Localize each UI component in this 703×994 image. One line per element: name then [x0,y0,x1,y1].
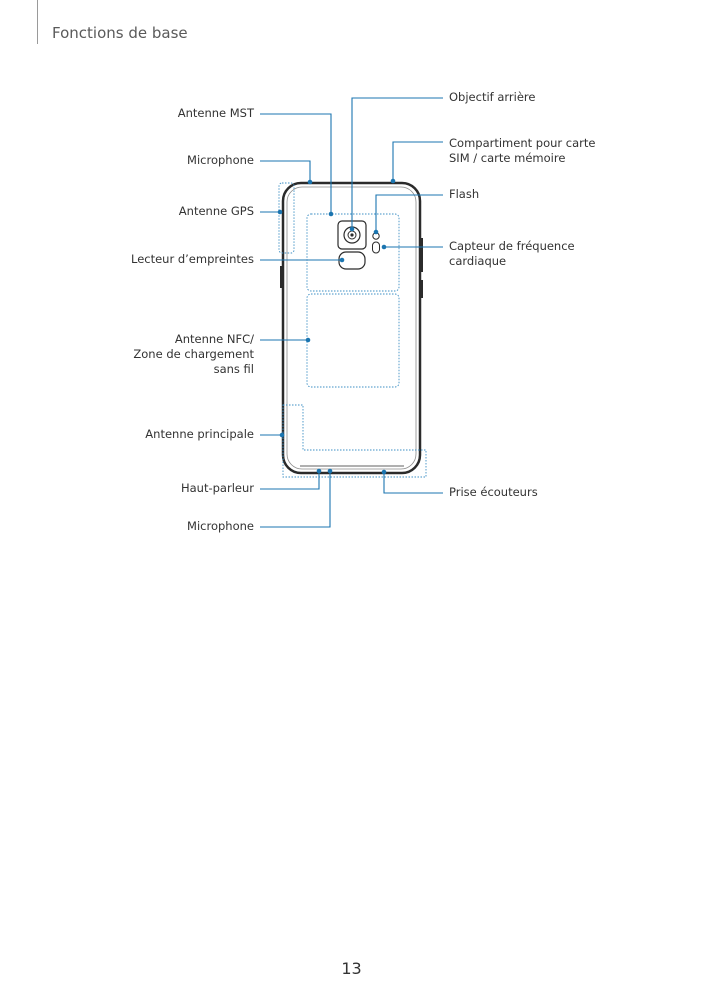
heart-rate-sensor [372,241,380,254]
leader-rear-camera [351,97,443,229]
right-side-button [420,238,423,272]
left-side-button [280,266,283,288]
label-mst-antenna: Antenne MST [177,106,254,120]
dot-flash [373,229,379,235]
dot-mic-bottom [327,468,333,474]
label-flash: Flash [449,187,480,201]
side-rule [37,0,38,44]
dot-rear-camera [349,226,355,232]
leader-speaker [260,472,320,490]
label-rear-camera: Objectif arrière [449,90,536,104]
leader-mic-bottom [260,472,331,528]
camera-zone [306,213,400,292]
leader-earphone [383,472,443,494]
dot-main-antenna [279,432,285,438]
dot-sim [390,178,396,184]
dot-fingerprint [339,257,345,263]
leader-sim [392,141,443,180]
dot-gps [277,209,283,215]
leader-flash [375,194,443,232]
main-antenna-zone [282,404,427,478]
label-sim-tray-1: Compartiment pour carte [449,136,596,150]
label-gps-antenna: Antenne GPS [178,204,254,218]
camera-lens-core [350,233,354,237]
label-earphone-jack: Prise écouteurs [449,485,538,499]
gps-zone [278,182,295,254]
dot-hr [381,244,387,250]
dot-mic-top [307,179,313,185]
dot-nfc [305,337,311,343]
dot-mst [328,211,334,217]
label-sim-tray-2: SIM / carte mémoire [449,151,566,165]
page-number: 13 [341,959,362,978]
nfc-zone [306,293,400,388]
section-title: Fonctions de base [52,24,188,42]
label-nfc-antenna-2: Zone de chargement [133,347,254,361]
leader-mst [260,113,332,214]
leader-mic-top [260,160,311,181]
label-speaker: Haut-parleur [180,481,254,495]
label-bottom-microphone: Microphone [187,519,254,533]
label-heart-rate-2: cardiaque [449,254,507,268]
label-top-microphone: Microphone [187,153,254,167]
label-nfc-antenna-3: sans fil [213,362,254,376]
right-side-button-2 [420,280,423,298]
label-heart-rate-1: Capteur de fréquence [449,239,575,253]
dot-speaker [316,468,322,474]
label-main-antenna: Antenne principale [145,427,254,441]
dot-earphone [381,469,387,475]
label-fingerprint-reader: Lecteur d’empreintes [130,252,254,266]
label-nfc-antenna-1: Antenne NFC/ [174,332,254,346]
